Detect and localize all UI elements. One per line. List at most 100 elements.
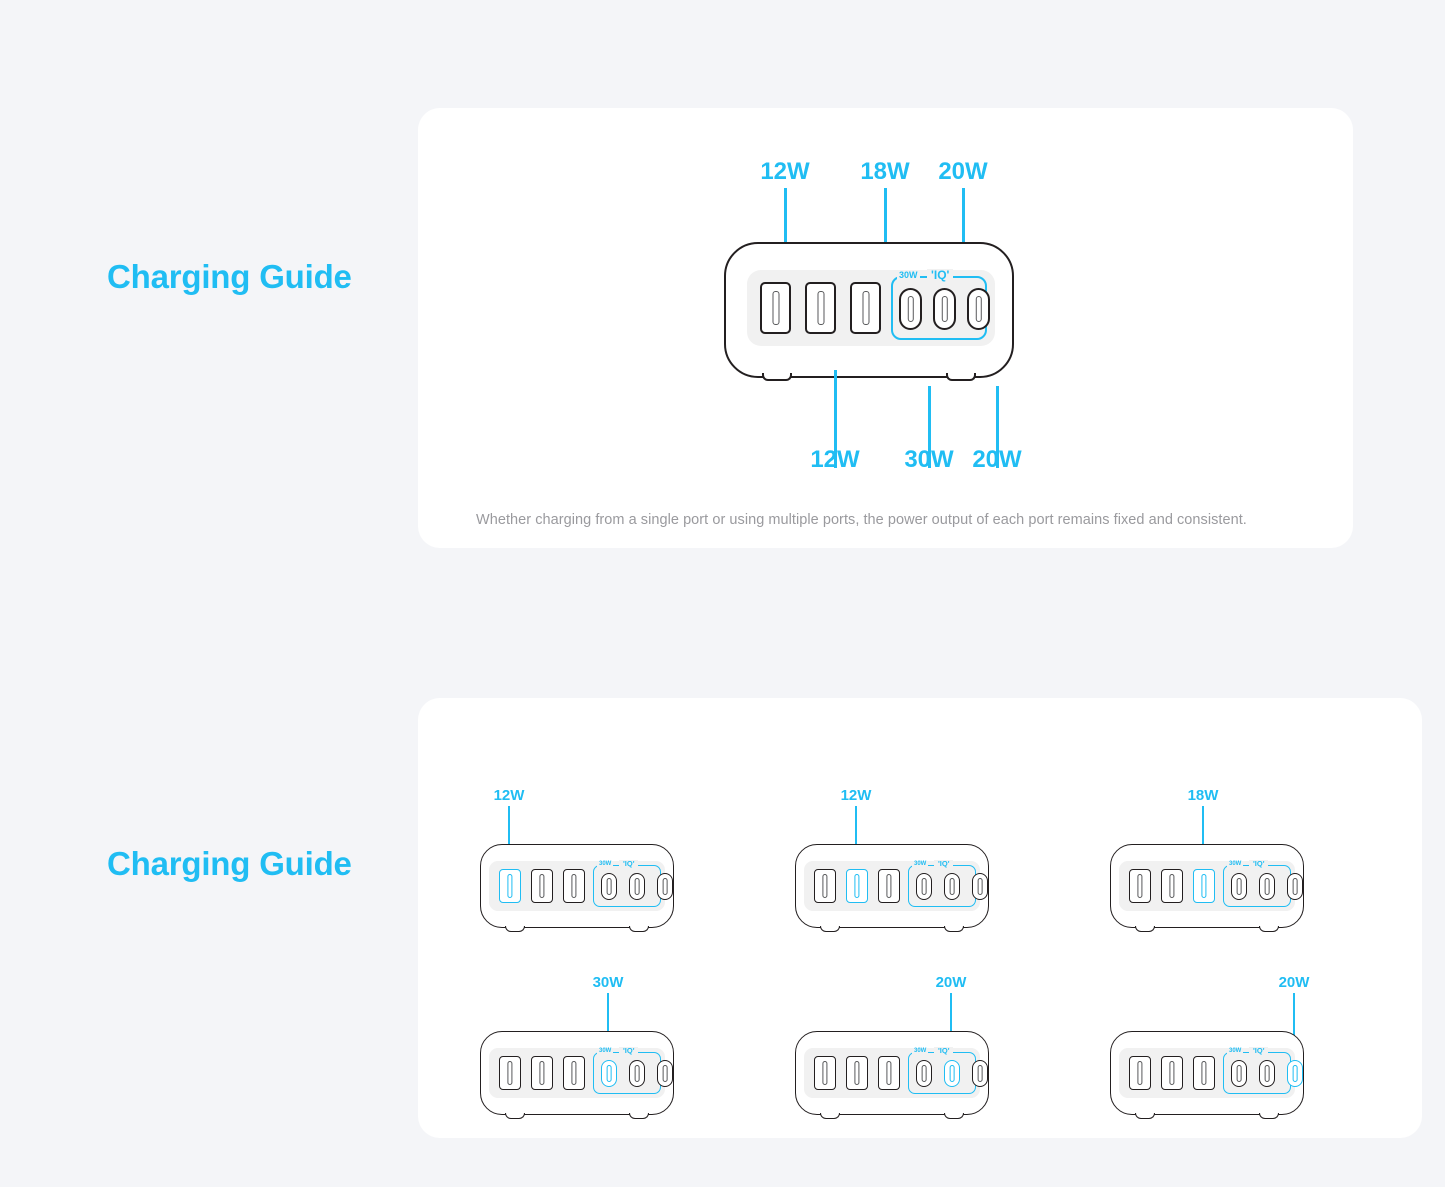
charger-variant-2-port-usb-a-1[interactable] (814, 869, 836, 903)
charger-variant-5-port-usb-c-1-slot (921, 1065, 927, 1082)
charger-variant-5-port-usb-c-2[interactable] (944, 1060, 960, 1087)
port-usb-a-3[interactable] (850, 282, 881, 334)
charger-variant-3-port-usb-c-1[interactable] (1231, 873, 1247, 900)
charger-variant-2-port-usb-a-2[interactable] (846, 869, 868, 903)
charger-variant-4-port-usb-a-2[interactable] (531, 1056, 553, 1090)
charger-variant-5-port-usb-a-2[interactable] (846, 1056, 868, 1090)
charger-variant-3-port-usb-a-1[interactable] (1129, 869, 1151, 903)
charger-variant-6-body: 30W 'IQ' (1110, 1031, 1304, 1119)
charger-variant-2-port-usb-c-1-slot (921, 878, 927, 895)
port-usb-a-1[interactable] (760, 282, 791, 334)
charger-variant-6-port-usb-c-3[interactable] (1287, 1060, 1303, 1087)
charger-variant-4-port-usb-a-1-slot (507, 1061, 513, 1085)
charger-variant-2-port-usb-a-3[interactable] (878, 869, 900, 903)
variant-5-callout-line (950, 993, 952, 1038)
charger-variant-6-iq-30w-label: 30W (1227, 1048, 1244, 1054)
charger-variant-6-port-usb-a-2-slot (1169, 1061, 1175, 1085)
charger-variant-5-port-usb-a-1[interactable] (814, 1056, 836, 1090)
charger-variant-6-port-usb-a-2[interactable] (1161, 1056, 1183, 1090)
charger-variant-3-foot-left (1135, 926, 1155, 932)
charger-variant-2-port-usb-c-1[interactable] (916, 873, 932, 900)
charger-variant-1-port-usb-c-1-slot (606, 878, 612, 895)
charger-variant-1-foot-right (629, 926, 649, 932)
charger-variant-2-foot-left (820, 926, 840, 932)
charger-variant-4-foot-left (505, 1113, 525, 1119)
charger-variant-3-port-usb-c-3[interactable] (1287, 873, 1303, 900)
charger-variant-6-port-usb-c-2-slot (1264, 1065, 1270, 1082)
callout-bottom-3-label: 20W (972, 446, 1022, 473)
charger-variant-4-port-usb-c-1[interactable] (601, 1060, 617, 1087)
charger-variant-1-port-usb-a-3[interactable] (563, 869, 585, 903)
charger-variant-4-port-usb-a-3-slot (571, 1061, 577, 1085)
port-usb-c-3-slot (975, 296, 982, 322)
charger-variant-3-port-usb-c-2[interactable] (1259, 873, 1275, 900)
charger-variant-5-foot-left (820, 1113, 840, 1119)
port-usb-c-2[interactable] (933, 288, 956, 330)
charger-variant-6-foot-right (1259, 1113, 1279, 1119)
variant-3-callout-line (1202, 806, 1204, 856)
charger-variant-4-port-usb-a-1[interactable] (499, 1056, 521, 1090)
charger-foot-left (762, 373, 792, 381)
charger-variant-1-port-usb-c-3[interactable] (657, 873, 673, 900)
charger-variant-3-port-usb-a-2[interactable] (1161, 869, 1183, 903)
charger-variant-6-port-usb-c-2[interactable] (1259, 1060, 1275, 1087)
charger-variant-2-port-usb-c-3-slot (977, 878, 983, 895)
charger-variant-1: 12W 30W'IQ' (466, 778, 676, 938)
charger-variant-5-port-usb-a-1-slot (822, 1061, 828, 1085)
charger-variant-1-port-usb-a-1-slot (507, 874, 513, 898)
charger-variant-6-port-usb-c-1[interactable] (1231, 1060, 1247, 1087)
charger-variant-2-port-usb-c-2[interactable] (944, 873, 960, 900)
charger-variant-1-port-usb-a-2[interactable] (531, 869, 553, 903)
charger-variant-2-port-usb-c-3[interactable] (972, 873, 988, 900)
callout-bottom-2-label: 30W (904, 446, 954, 473)
charger-variant-3-body: 30W'IQ' (1110, 844, 1304, 932)
charger-variant-6-port-usb-c-1-slot (1236, 1065, 1242, 1082)
section-1-title: Charging Guide (107, 258, 352, 295)
charger-variant-4-port-usb-c-3[interactable] (657, 1060, 673, 1087)
variant-6-callout-line (1293, 993, 1295, 1038)
charger-variant-3-port-usb-a-3-slot (1201, 874, 1207, 898)
charger-variant-4-body: 30W 'IQ' (480, 1031, 674, 1119)
charger-variant-5-body: 30W'IQ' (795, 1031, 989, 1119)
port-usb-c-1[interactable] (899, 288, 922, 330)
charger-variant-1-port-usb-c-1[interactable] (601, 873, 617, 900)
charger-variant-4-iq-30w-label: 30W (597, 1048, 614, 1054)
callout-bottom-3-line (996, 386, 999, 468)
charger-variant-2-body: 30W'IQ' (795, 844, 989, 932)
section-2-title: Charging Guide (107, 845, 352, 882)
charger-variant-4-port-usb-a-2-slot (539, 1061, 545, 1085)
charger-variant-1-port-usb-c-2-slot (634, 878, 640, 895)
charger-variant-4-iq-badge: 'IQ' (619, 1047, 639, 1055)
charger-variant-1-panel: 30W'IQ' (489, 860, 673, 911)
variant-1-callout-label: 12W (493, 787, 525, 804)
charger-variant-6-iq-badge: 'IQ' (1249, 1047, 1269, 1055)
charger-variant-4-port-usb-c-2[interactable] (629, 1060, 645, 1087)
charger-variant-5-port-usb-a-3[interactable] (878, 1056, 900, 1090)
charger-variant-6-port-usb-a-1[interactable] (1129, 1056, 1151, 1090)
charger-variant-3-panel: 30W'IQ' (1119, 860, 1303, 911)
charger-variant-3-port-usb-a-3[interactable] (1193, 869, 1215, 903)
port-usb-c-3[interactable] (967, 288, 990, 330)
charger-variant-3-port-usb-c-2-slot (1264, 878, 1270, 895)
iq-group-30w-label: 30W (897, 270, 920, 280)
port-usb-a-2[interactable] (805, 282, 836, 334)
charger-variant-4-port-usb-a-3[interactable] (563, 1056, 585, 1090)
charger-variant-5-port-usb-c-3[interactable] (972, 1060, 988, 1087)
charger-variant-5-port-usb-a-3-slot (886, 1061, 892, 1085)
charger-variant-6-port-usb-a-3[interactable] (1193, 1056, 1215, 1090)
charger-variant-1-port-usb-a-1[interactable] (499, 869, 521, 903)
charger-variant-3-foot-right (1259, 926, 1279, 932)
charger-variant-6-panel: 30W 'IQ' (1119, 1047, 1303, 1098)
callout-top-1-label: 12W (760, 158, 810, 185)
charger-variant-4-panel: 30W 'IQ' (489, 1047, 673, 1098)
charger-variant-1-foot-left (505, 926, 525, 932)
variant-2-callout-line (855, 806, 857, 856)
charger-variant-5-port-usb-c-1[interactable] (916, 1060, 932, 1087)
charger-variant-1-port-usb-c-3-slot (662, 878, 668, 895)
charging-guide-card-1: 12W 18W 20W (418, 108, 1353, 548)
charger-variant-1-port-usb-c-2[interactable] (629, 873, 645, 900)
variant-4-callout-line (607, 993, 609, 1038)
